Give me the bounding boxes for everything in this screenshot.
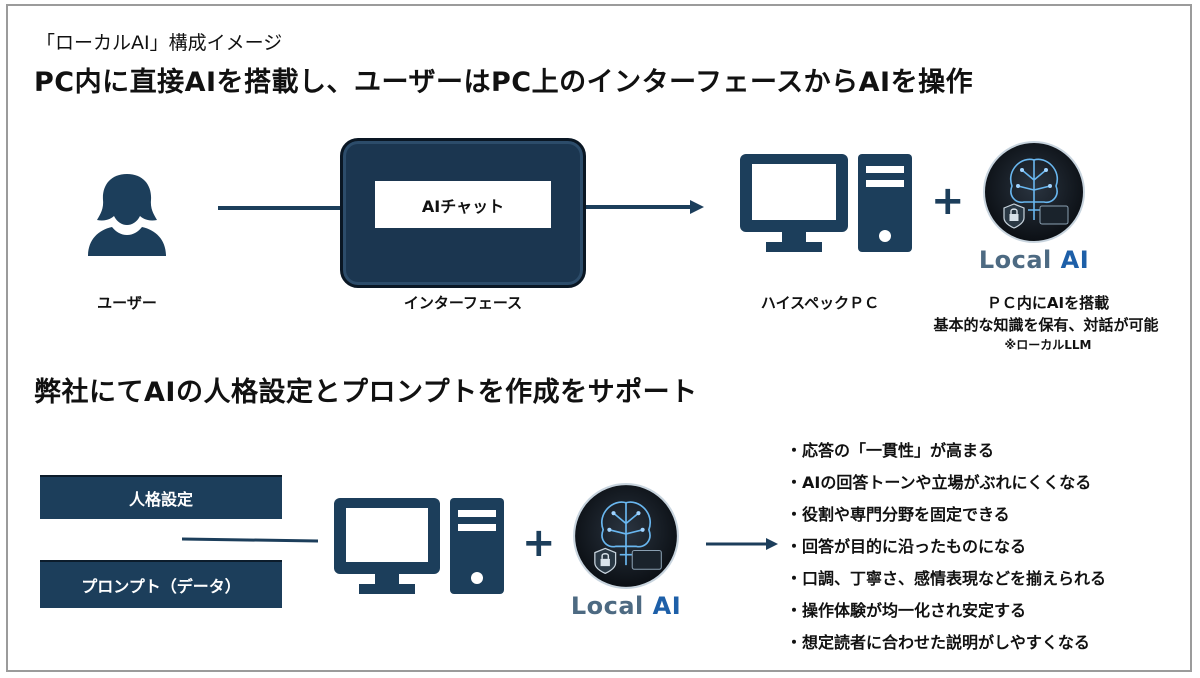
user-icon	[88, 174, 166, 256]
brain-chip-icon	[983, 141, 1085, 243]
ai-desc-line2: 基本的な知識を保有、対話が可能	[933, 316, 1159, 334]
list-item: ・応答の「一貫性」が高まる	[786, 441, 995, 460]
ai-desc-line1: ＰＣ内にAIを搭載	[986, 294, 1110, 312]
brain-chip-icon	[573, 483, 679, 589]
arrow-right-icon	[586, 200, 704, 214]
logo-local: Local	[570, 592, 644, 620]
ai-chat-panel: AIチャット	[375, 181, 551, 228]
local-ai-logo-text: Local AI	[968, 246, 1100, 274]
lock-icon	[594, 547, 617, 575]
arrow-right-icon	[706, 538, 778, 550]
prompt-data-box: プロンプト（データ）	[40, 560, 282, 608]
list-item: ・AIの回答トーンや立場がぶれにくくなる	[786, 473, 1092, 492]
pc-label: ハイスペックＰＣ	[760, 294, 880, 312]
local-ai-logo-text-2: Local AI	[560, 592, 692, 620]
connector-line-2	[182, 537, 318, 543]
list-item: ・回答が目的に沿ったものになる	[786, 537, 1027, 556]
plus-sign: +	[931, 178, 965, 224]
monitor-icon	[334, 498, 440, 594]
logo-ai: AI	[1060, 246, 1090, 274]
lock-icon	[1003, 203, 1025, 229]
tower-icon	[450, 498, 504, 594]
pc-icon	[740, 154, 912, 252]
monitor-icon	[740, 154, 848, 252]
pc-icon-2	[334, 498, 504, 594]
connector-line	[218, 206, 342, 210]
logo-local: Local	[978, 246, 1052, 274]
tower-icon	[858, 154, 912, 252]
persona-setting-box: 人格設定	[40, 475, 282, 519]
logo-ai: AI	[652, 592, 682, 620]
interface-label: インターフェース	[403, 294, 523, 312]
slide-headline: PC内に直接AIを搭載し、ユーザーはPC上のインターフェースからAIを操作	[34, 67, 974, 98]
list-item: ・操作体験が均一化され安定する	[786, 601, 1027, 620]
plus-sign-2: +	[522, 520, 556, 566]
list-item: ・口調、丁寧さ、感情表現などを揃えられる	[786, 569, 1107, 588]
slide-frame	[6, 4, 1192, 672]
slide-subtitle: 「ローカルAI」構成イメージ	[36, 32, 283, 54]
ai-desc-note: ※ローカルLLM	[1004, 338, 1092, 352]
benefit-list: ・応答の「一貫性」が高まる ・AIの回答トーンや立場がぶれにくくなる ・役割や専…	[786, 435, 1106, 659]
section2-headline: 弊社にてAIの人格設定とプロンプトを作成をサポート	[34, 377, 698, 408]
list-item: ・想定読者に合わせた説明がしやすくなる	[786, 633, 1090, 652]
list-item: ・役割や専門分野を固定できる	[786, 505, 1010, 524]
user-label: ユーザー	[97, 294, 157, 312]
